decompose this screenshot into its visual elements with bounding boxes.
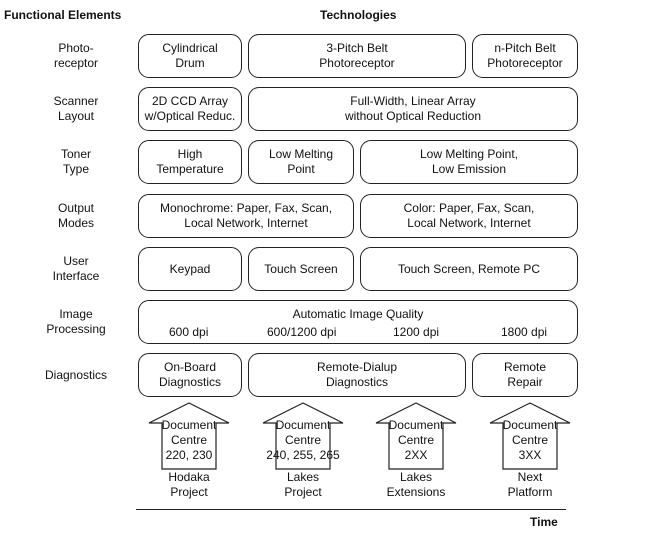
box-remote-dialup-diagnostics: Remote-Dialup Diagnostics: [248, 353, 466, 397]
functional-elements-header: Functional Elements: [4, 8, 122, 22]
box-remote-repair: Remote Repair: [472, 353, 578, 397]
box-3-pitch-belt: 3-Pitch Belt Photoreceptor: [248, 34, 466, 78]
box-2d-ccd-array: 2D CCD Array w/Optical Reduc.: [138, 87, 242, 131]
dpi-600-1200: 600/1200 dpi: [267, 325, 337, 339]
image-quality-title: Automatic Image Quality: [292, 307, 424, 321]
up-arrow-shape: [375, 402, 457, 470]
product-arrow-label: Document Centre 220, 230: [161, 418, 217, 462]
up-arrow-shape: [148, 402, 230, 470]
row-label-image-processing: Image Processing: [46, 307, 106, 336]
box-color-modes: Color: Paper, Fax, Scan, Local Network, …: [360, 194, 578, 238]
project-label-lakes-extensions: Lakes Extensions: [386, 470, 446, 499]
box-low-melting-low-emission: Low Melting Point, Low Emission: [360, 140, 578, 184]
product-arrow-4: Document Centre 3XX: [489, 402, 571, 470]
row-label-output-modes: Output Modes: [57, 201, 95, 230]
up-arrow-shape: [262, 402, 344, 470]
product-arrow-label: Document Centre 3XX: [502, 418, 558, 462]
product-arrow-2: Document Centre 240, 255, 265: [262, 402, 344, 470]
box-keypad: Keypad: [138, 247, 242, 291]
row-label-diagnostics: Diagnostics: [44, 367, 108, 382]
box-touch-screen: Touch Screen: [248, 247, 354, 291]
project-label-lakes: Lakes Project: [284, 470, 322, 499]
row-label-toner-type: Toner Type: [60, 147, 92, 176]
project-label-hodaka: Hodaka Project: [168, 470, 210, 499]
box-automatic-image-quality: Automatic Image Quality 600 dpi 600/1200…: [138, 300, 578, 344]
product-arrow-label: Document Centre 2XX: [388, 418, 444, 462]
box-n-pitch-belt: n-Pitch Belt Photoreceptor: [472, 34, 578, 78]
dpi-1800: 1800 dpi: [501, 325, 548, 339]
timeline-axis: [136, 509, 566, 510]
box-low-melting-point: Low Melting Point: [248, 140, 354, 184]
box-monochrome-modes: Monochrome: Paper, Fax, Scan, Local Netw…: [138, 194, 354, 238]
box-cylindrical-drum: Cylindrical Drum: [138, 34, 242, 78]
technologies-header: Technologies: [320, 8, 397, 22]
row-label-user-interface: User Interface: [52, 254, 100, 283]
product-arrow-3: Document Centre 2XX: [375, 402, 457, 470]
project-label-next-platform: Next Platform: [507, 470, 553, 499]
dpi-600: 600 dpi: [169, 325, 209, 339]
row-label-scanner-layout: Scanner Layout: [53, 94, 99, 123]
time-label: Time: [530, 515, 558, 529]
box-touch-screen-remote-pc: Touch Screen, Remote PC: [360, 247, 578, 291]
product-arrow-1: Document Centre 220, 230: [148, 402, 230, 470]
row-label-photoreceptor: Photo- receptor: [53, 41, 99, 70]
box-onboard-diagnostics: On-Board Diagnostics: [138, 353, 242, 397]
product-arrow-label: Document Centre 240, 255, 265: [266, 418, 340, 462]
up-arrow-shape: [489, 402, 571, 470]
box-high-temperature: High Temperature: [138, 140, 242, 184]
dpi-1200: 1200 dpi: [393, 325, 440, 339]
box-full-width-linear-array: Full-Width, Linear Array without Optical…: [248, 87, 578, 131]
